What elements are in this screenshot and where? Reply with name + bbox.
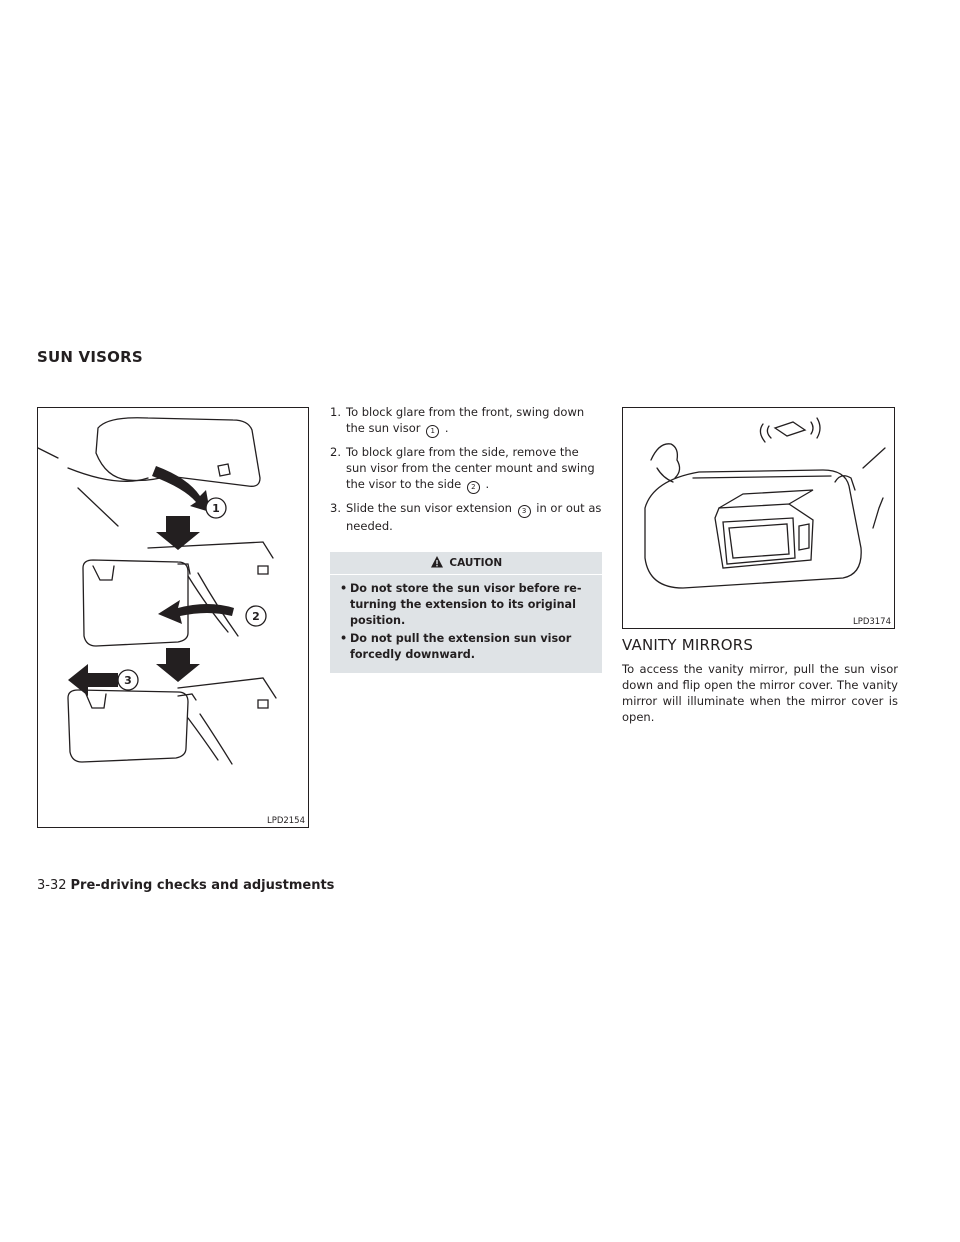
vanity-mirror-drawing bbox=[644, 417, 886, 589]
caution-item: •Do not store the sun visor before re-tu… bbox=[340, 582, 582, 627]
step-text: To block glare from the side, remove the… bbox=[346, 445, 595, 491]
caution-text: Do not pull the extension sun visor forc… bbox=[350, 632, 572, 661]
vanity-heading: VANITY MIRRORS bbox=[622, 636, 754, 654]
figure-code: LPD2154 bbox=[266, 816, 305, 826]
step-text: To block glare from the front, swing dow… bbox=[346, 405, 585, 435]
caution-heading: CAUTION bbox=[330, 552, 602, 575]
page-number: 3-32 bbox=[37, 878, 67, 893]
sun-visor-illustration: 1 2 3 LPD2154 bbox=[37, 407, 309, 828]
warning-icon bbox=[430, 556, 443, 568]
vanity-paragraph: To access the vanity mirror, pull the su… bbox=[622, 662, 898, 724]
step-number: 1. bbox=[330, 405, 341, 419]
step-text-end: in or out as needed. bbox=[346, 501, 602, 533]
chapter-title: Pre-driving checks and adjustments bbox=[70, 878, 335, 893]
step-item: 2. To block glare from the side, remove … bbox=[330, 444, 602, 494]
caution-item: •Do not pull the extension sun visor for… bbox=[340, 632, 572, 661]
callout-badge: 3 bbox=[517, 505, 531, 518]
step-text-end: . bbox=[485, 477, 490, 491]
caution-box: CAUTION •Do not store the sun visor befo… bbox=[330, 552, 602, 673]
callout-2: 2 bbox=[252, 610, 260, 623]
callout-badge: 1 bbox=[426, 425, 440, 438]
step-item: 3. Slide the sun visor extension 3 in or… bbox=[330, 500, 602, 534]
caution-text: Do not store the sun visor before re-tur… bbox=[350, 582, 582, 627]
vanity-mirror-illustration: LPD3174 bbox=[622, 407, 895, 629]
section-title: SUN VISORS bbox=[37, 348, 143, 366]
callout-badge: 2 bbox=[466, 481, 480, 494]
step-item: 1. To block glare from the front, swing … bbox=[330, 404, 602, 438]
figure-code: LPD3174 bbox=[852, 617, 891, 627]
sun-visor-steps-drawing: 1 2 3 bbox=[38, 417, 277, 765]
caution-list: •Do not store the sun visor before re-tu… bbox=[330, 575, 602, 673]
callout-3: 3 bbox=[124, 674, 132, 687]
step-number: 3. bbox=[330, 501, 341, 515]
callout-1: 1 bbox=[212, 502, 220, 515]
step-text-end: . bbox=[444, 421, 449, 435]
instructions-column: 1. To block glare from the front, swing … bbox=[330, 404, 602, 673]
step-number: 2. bbox=[330, 445, 341, 459]
vanity-section: VANITY MIRRORS To access the vanity mirr… bbox=[622, 636, 898, 725]
step-text: Slide the sun visor extension bbox=[346, 501, 512, 515]
caution-label: CAUTION bbox=[449, 557, 503, 569]
